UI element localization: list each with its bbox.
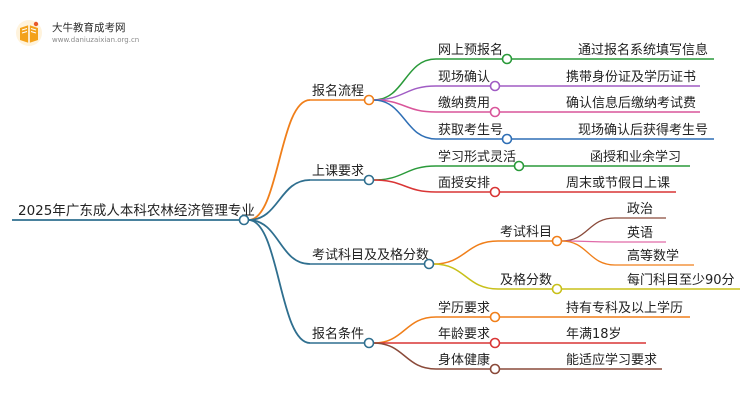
connector-curve (248, 219, 311, 265)
node-circle (489, 363, 501, 375)
connector-curve (373, 99, 437, 140)
node-circle (489, 80, 501, 92)
subtopic-node-label: 及格分数 (500, 272, 552, 288)
logo-title: 大牛教育成考网 (52, 22, 126, 34)
node-circle (363, 174, 375, 186)
branch-node-label: 报名条件 (312, 326, 364, 342)
subtopic-node-label: 缴纳费用 (438, 96, 490, 111)
branch-node-label: 考试科目及及格分数 (312, 247, 429, 263)
leaf-node-label: 能适应学习要求 (566, 352, 657, 368)
connector-curve (373, 179, 437, 193)
leaf-node-label: 年满18岁 (566, 327, 622, 342)
connector-curve (373, 58, 437, 101)
node-circle (363, 94, 375, 106)
mind-map-nodes: 2025年广东成人本科农林经济管理专业报名流程网上预报名通过报名系统填写信息现场… (18, 42, 735, 375)
subtopic-node-label: 身体健康 (438, 352, 490, 368)
subtopic-node-label: 获取考生号 (438, 123, 503, 138)
subtopic-node-label: 面授安排 (438, 176, 490, 191)
connector-curve (433, 240, 499, 265)
node-circle (489, 106, 501, 118)
leaf-node-label: 高等数学 (627, 248, 679, 264)
connector-curve (561, 217, 616, 242)
subtopic-node-label: 学历要求 (438, 300, 490, 316)
root-node-label: 2025年广东成人本科农林经济管理专业 (18, 203, 255, 219)
node-circle (489, 337, 501, 349)
subtopic-node-label: 年龄要求 (438, 327, 490, 342)
leaf-node-label: 函授和业余学习 (590, 149, 681, 165)
connector-curve (373, 342, 437, 370)
connector-curve (561, 240, 616, 266)
connector-curve (248, 179, 311, 221)
connector-curve (373, 316, 437, 344)
node-circle (423, 258, 435, 270)
book-logo-icon (16, 20, 42, 46)
node-circle (489, 311, 501, 323)
node-circle (501, 133, 513, 145)
node-circle (551, 235, 563, 247)
connector-curve (248, 99, 311, 221)
subtopic-node-label: 网上预报名 (438, 42, 503, 58)
leaf-node-label: 周末或节假日上课 (566, 176, 670, 191)
node-circle (489, 186, 501, 198)
node-circle (513, 160, 525, 172)
leaf-node-label: 现场确认后获得考生号 (578, 122, 708, 138)
node-circle (238, 214, 250, 226)
subtopic-node-label: 现场确认 (438, 70, 490, 85)
connector-lines (12, 58, 740, 370)
leaf-node-label: 携带身份证及学历证书 (566, 69, 696, 85)
connector-curve (373, 165, 437, 181)
subtopic-node-label: 学习形式灵活 (438, 149, 516, 165)
connector-curve (433, 263, 499, 290)
logo-url: www.daniuzaixian.org.cn (52, 36, 140, 44)
leaf-node-label: 政治 (627, 202, 653, 217)
node-circle (501, 53, 513, 65)
subtopic-node-label: 考试科目 (500, 225, 552, 240)
leaf-node-label: 确认信息后缴纳考试费 (566, 95, 696, 111)
branch-node-label: 上课要求 (312, 164, 364, 179)
logo: 大牛教育成考网 www.daniuzaixian.org.cn (14, 16, 174, 50)
leaf-node-label: 每门科目至少90分 (627, 272, 735, 288)
leaf-node-label: 持有专科及以上学历 (566, 300, 683, 316)
node-circle (551, 283, 563, 295)
node-circle (363, 337, 375, 349)
leaf-node-label: 英语 (627, 226, 653, 241)
branch-node-label: 报名流程 (312, 83, 364, 99)
connector-curve (248, 219, 311, 344)
leaf-node-label: 通过报名系统填写信息 (578, 42, 708, 58)
